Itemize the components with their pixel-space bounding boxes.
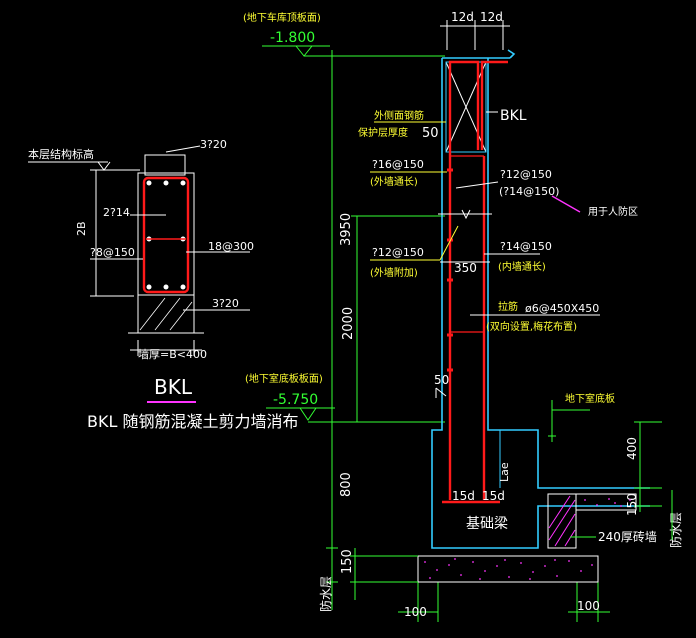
section-title-code: BKL: [154, 375, 193, 399]
elev-top-note: (地下车库顶板面): [243, 11, 321, 24]
tie-label: 18@300: [208, 240, 254, 253]
vert-inner-note: (内墙通长): [498, 260, 546, 273]
vert-outer-add-note: (外墙附加): [370, 266, 418, 279]
vert-inner-top-alt: (?14@150): [499, 185, 559, 198]
elev-top-value: -1.800: [270, 30, 315, 46]
anchor-right: 15d: [482, 489, 505, 503]
stirrup-left-label: ?8@150: [90, 246, 135, 259]
lae-label: Lae: [498, 462, 511, 482]
dim-2000: 2000: [341, 307, 356, 340]
height-label: 2B: [75, 221, 88, 236]
dim-150-left: 150: [340, 549, 355, 574]
cover-label2: 保护层厚度: [358, 126, 408, 139]
vert-inner: ?14@150: [500, 240, 552, 253]
section-title-full: BKL 随钢筋混凝土剪力墙消布: [87, 412, 298, 431]
brick-wall: 240厚砖墙: [598, 529, 657, 544]
dim-3950: 3950: [339, 213, 354, 246]
side-bars-label: 2?14: [103, 206, 130, 219]
elev-bottom-value: -5.750: [273, 392, 318, 408]
wall-section: 12d 12d 外侧面钢筋 保护层厚度 50: [350, 10, 683, 583]
civil-defense-note: 用于人防区: [588, 205, 638, 218]
dim-400: 400: [625, 437, 639, 460]
elevation-top: (地下车库顶板面) -1.800: [243, 11, 445, 57]
ties-label: 拉筋: [498, 300, 518, 313]
bkl-label: BKL: [500, 108, 527, 124]
top-bars-label: 3?20: [200, 138, 227, 151]
offset-left: 100: [404, 605, 427, 619]
lap-right: 12d: [480, 10, 503, 24]
vert-outer-top-note: (外墙通长): [370, 175, 418, 188]
floor-ref-label: 本层结构标高: [28, 147, 94, 161]
waterproof-left: 防水层: [318, 576, 333, 612]
dim-800: 800: [339, 472, 354, 497]
vert-outer-add: ?12@150: [372, 246, 424, 259]
ties-note: (双向设置,梅花布置): [486, 320, 577, 333]
basement-slab: 地下室底板: [565, 392, 615, 405]
ties-spec: ø6@450X450: [525, 302, 599, 315]
thickness-note: 墙厚=B<400: [138, 347, 207, 361]
offset-right: 100: [577, 599, 600, 613]
dim-150-right: 150: [625, 493, 639, 516]
vert-inner-top: ?12@150: [500, 168, 552, 181]
cover-bottom: 50: [434, 373, 449, 387]
vert-outer-top: ?16@150: [372, 158, 424, 171]
cover-value: 50: [422, 126, 439, 141]
bkl-section: 本层结构标高 3?20 2?14 ?8@150: [28, 138, 298, 431]
bottom-bars-label: 3?20: [212, 297, 239, 310]
cover-label: 外侧面钢筋: [374, 109, 424, 122]
left-dimensions: 3950 2000 800 150 防水层 100 100: [318, 50, 610, 622]
foundation-beam: 基础梁: [466, 515, 508, 532]
speckle-fill: [424, 498, 631, 580]
anchor-left: 15d: [452, 489, 475, 503]
waterproof-right: 防水层: [668, 512, 683, 548]
elev-bottom-note: (地下室底板板面): [245, 372, 323, 385]
wall-thickness: 350: [454, 261, 477, 275]
lap-left: 12d: [451, 10, 474, 24]
